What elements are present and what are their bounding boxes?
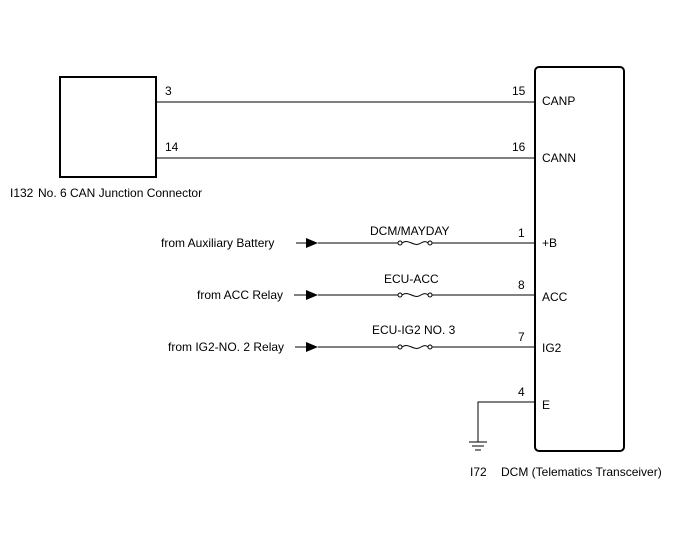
dcm-pin-b-label: +B (542, 236, 557, 250)
dcm-pin-ig2-number: 7 (518, 330, 525, 344)
dcm-pin-e-label: E (542, 398, 550, 412)
source-acc-label: from ACC Relay (197, 288, 283, 302)
fuse-ig2-name: ECU-IG2 NO. 3 (372, 323, 456, 337)
dcm-pin-acc-label: ACC (542, 290, 568, 304)
fuse-b-icon (401, 241, 429, 245)
fuse-acc-icon (401, 293, 429, 297)
fuse-b-name: DCM/MAYDAY (370, 224, 450, 238)
dcm-pin-e-number: 4 (518, 385, 525, 399)
dcm-pin-canp-label: CANP (542, 94, 575, 108)
junction-name: No. 6 CAN Junction Connector (38, 186, 202, 200)
source-ig2-label: from IG2-NO. 2 Relay (168, 340, 284, 354)
arrow-ig2-icon (306, 342, 318, 352)
dcm-pin-canp-number: 15 (512, 84, 526, 98)
dcm-name: DCM (Telematics Transceiver) (501, 465, 662, 479)
ground-wire (477, 401, 535, 442)
source-b-label: from Auxiliary Battery (161, 236, 274, 250)
arrow-acc-icon (306, 290, 318, 300)
junction-pin-cann: 14 (165, 140, 179, 154)
fuse-ig2-icon (401, 345, 429, 349)
dcm-box (534, 66, 625, 452)
dcm-pin-b-number: 1 (518, 226, 525, 240)
junction-connector-box (59, 76, 157, 178)
dcm-pin-cann-label: CANN (542, 151, 576, 165)
junction-pin-canp: 3 (165, 84, 172, 98)
dcm-pin-ig2-label: IG2 (542, 341, 562, 355)
dcm-code: I72 (470, 465, 487, 479)
fuse-acc-name: ECU-ACC (384, 272, 439, 286)
arrow-b-icon (306, 238, 318, 248)
dcm-pin-cann-number: 16 (512, 140, 526, 154)
dcm-pin-acc-number: 8 (518, 278, 525, 292)
junction-code: I132 (10, 186, 34, 200)
